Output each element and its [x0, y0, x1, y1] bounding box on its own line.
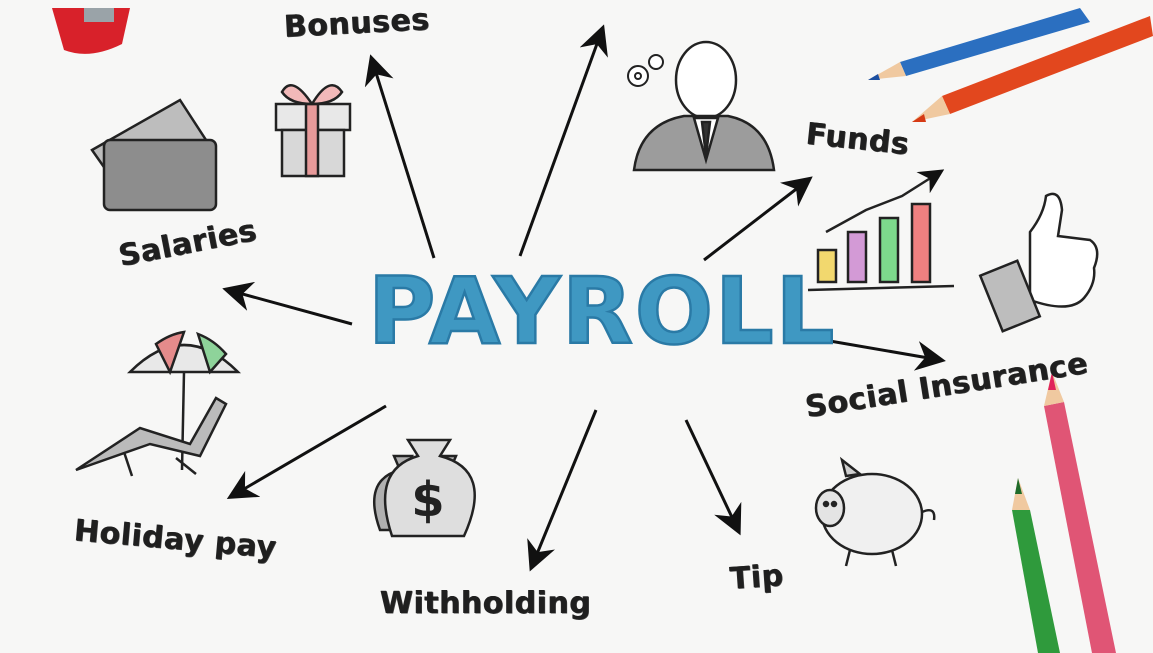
thumbs-up-icon	[978, 192, 1099, 333]
payroll-title: PAYROLL	[367, 258, 837, 365]
arrow-funds	[703, 176, 813, 262]
money-cards-icon	[90, 98, 218, 212]
businessman-icon	[632, 40, 776, 172]
arrow-top	[518, 24, 608, 257]
money-bags-icon: $	[372, 438, 476, 538]
gift-box-icon	[274, 84, 352, 178]
sharpener-object	[52, 8, 130, 54]
label-withholding: Withholding	[380, 586, 592, 621]
svg-text:$: $	[411, 472, 444, 528]
arrow-holiday-pay	[226, 404, 387, 500]
colored-pencils-bottom	[1012, 372, 1116, 653]
gears-icon	[627, 54, 664, 87]
label-tip: Tip	[728, 558, 785, 597]
arrow-social-insurance	[823, 338, 946, 371]
arrow-bonuses	[364, 54, 436, 259]
colored-pencils-top	[868, 8, 1153, 122]
beach-umbrella-icon	[75, 330, 242, 477]
arrows	[222, 24, 946, 572]
piggy-bank-icon	[814, 456, 936, 567]
arrow-tip	[684, 419, 742, 536]
arrow-withholding	[527, 409, 598, 572]
arrow-salaries	[222, 281, 353, 326]
bar-chart-icon	[807, 169, 955, 292]
